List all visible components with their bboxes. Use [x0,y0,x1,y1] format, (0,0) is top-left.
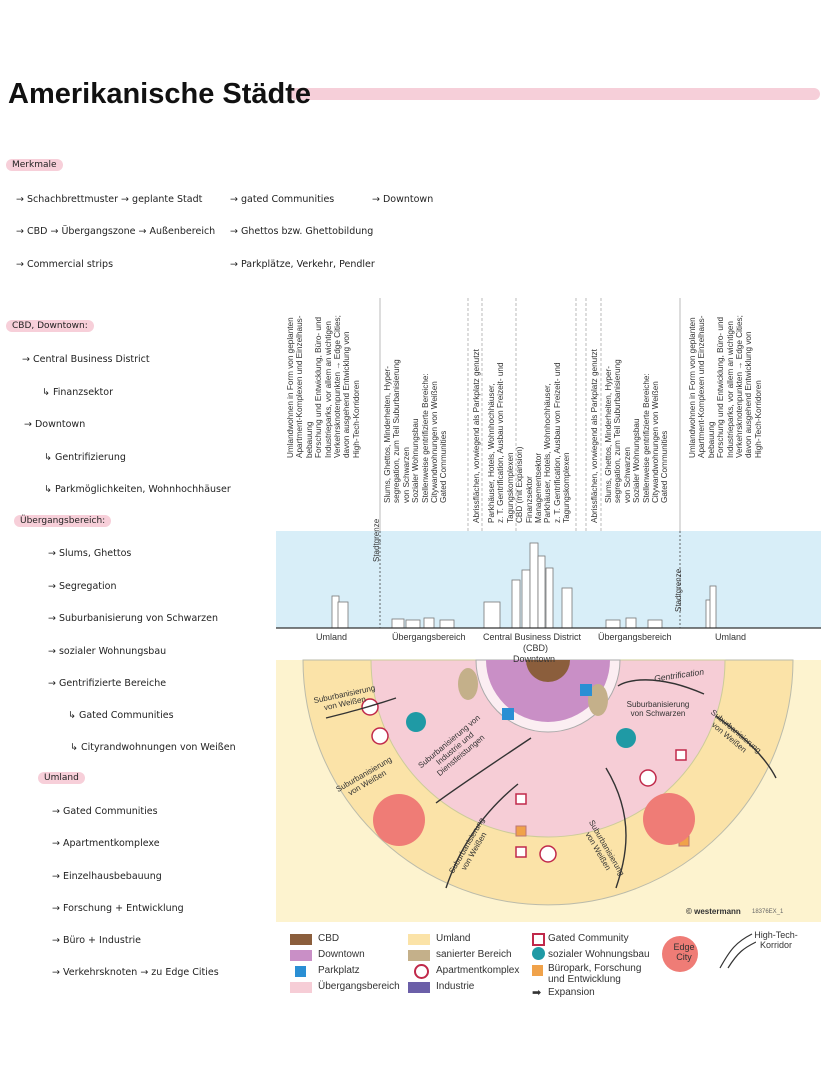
note-item: → Segregation [48,581,117,592]
gated-icon [532,933,545,946]
zone-label-cbd-abbr: (CBD) [523,643,548,653]
label-sub-schwarzen: Suburbanisierung von Schwarzen [626,700,690,718]
legend-swatch-saniert [408,950,430,961]
parking-icon [502,708,514,720]
downtown-area [486,660,610,722]
edge-city-icon [662,936,698,972]
uebergang-heading: Übergangsbereich: [14,515,112,527]
zone-label-umland-right: Umland [715,632,747,642]
credit: © westermann [686,907,741,916]
page-title: Amerikanische Städte [8,78,312,110]
zone-label-cbd: Central Business District [483,632,582,642]
legend-swatch-downtown [290,950,312,961]
legend-uebergang: Übergangsbereich [318,981,400,992]
merkmal-item: → Commercial strips [16,259,114,270]
zone-label-uebergang-left: Übergangsbereich [392,632,466,642]
note-item: ↳ Finanzsektor [42,387,113,398]
column-dividers [379,298,681,628]
legend-apartment: Apartmentkomplex [436,965,520,976]
note-item: ↳ Gated Communities [68,710,174,721]
gated-community-markers [515,749,687,858]
legend-saniert: sanierter Bereich [436,949,512,960]
legend-swatch-uebergang [290,982,312,993]
legend-sozial: sozialer Wohnungsbau [548,949,650,960]
note-item: → Suburbanisierung von Schwarzen [48,613,219,624]
buero-icon [532,965,543,976]
merkmal-item: → CBD → Übergangszone → Außenbereich [16,226,216,237]
legend-edge-city: Edge City [673,942,695,962]
parking-icon [295,966,306,977]
merkmal-item: → gated Communities [230,194,335,205]
social-housing-icon [532,947,545,960]
zone-label-downtown: Downtown [513,654,556,664]
apartment-markers [361,698,657,863]
legend-gated: Gated Community [548,933,629,944]
edge-city-left [373,794,425,846]
note-item: → Gated Communities [52,806,158,817]
saniert-area [458,668,478,700]
industry-icon [408,982,430,993]
note-item: → Verkehrsknoten → zu Edge Cities [52,967,219,978]
legend-expansion: Expansion [548,987,595,998]
note-item: → sozialer Wohnungsbau [48,646,167,657]
merkmal-item: → Ghettos bzw. Ghettobildung [230,226,374,237]
arrow-icon: ➡ [532,987,542,999]
merkmal-item: → Schachbrettmuster → geplante Stadt [16,194,203,205]
high-tech-corridor-icon [719,933,756,969]
legend: CBD Downtown Parkplatz Übergangsbereich … [276,928,821,1004]
legend-downtown: Downtown [318,949,365,960]
legend-parkplatz: Parkplatz [318,965,360,976]
city-model-diagram [276,298,821,922]
legend-cbd: CBD [318,933,340,944]
zone-label-uebergang-right: Übergangsbereich [598,632,672,642]
stadtgrenze-left: Stadtgrenze [372,518,381,562]
note-item: → Central Business District [22,354,150,365]
note-item: → Apartmentkomplexe [52,838,160,849]
legend-umland: Umland [436,933,471,944]
cbd-heading: CBD, Downtown: [6,320,94,332]
saniert-area [588,684,608,716]
note-item: → Einzelhausbebauung [52,871,162,882]
social-housing-marker [616,728,636,748]
merkmal-item: → Downtown [372,194,434,205]
apartment-icon [414,964,429,979]
legend-swatch-umland [408,934,430,945]
legend-high-tech: High-Tech-Korridor [754,930,798,950]
note-item: ↳ Cityrandwohnungen von Weißen [70,742,236,753]
title-highlight [290,88,820,100]
ring-uebergang [370,659,726,838]
merkmal-item: → Parkplätze, Verkehr, Pendler [230,259,375,270]
legend-industrie: Industrie [436,981,475,992]
note-item: → Slums, Ghettos [48,548,132,559]
zone-label-umland-left: Umland [316,632,348,642]
social-housing-marker [406,712,426,732]
note-item: → Downtown [24,419,86,430]
umland-heading: Umland [38,772,85,784]
edge-city-right [643,793,695,845]
stadtgrenze-right: Stadtgrenze [674,568,683,612]
cbd-core [526,660,570,682]
migration-arrows [325,679,777,889]
merkmale-heading: Merkmale [6,159,63,171]
note-item: → Büro + Industrie [52,935,141,946]
legend-swatch-cbd [290,934,312,945]
note-item: ↳ Parkmöglichkeiten, Wohnhochhäuser [44,484,231,495]
note-item: → Gentrifizierte Bereiche [48,678,167,689]
parking-icon [580,684,592,696]
credit-code: 18376EX_1 [752,909,784,915]
note-item: ↳ Gentrifizierung [44,452,126,463]
legend-buero: Büropark, Forschung und Entwicklung [548,963,642,985]
note-item: → Forschung + Entwicklung [52,903,184,914]
